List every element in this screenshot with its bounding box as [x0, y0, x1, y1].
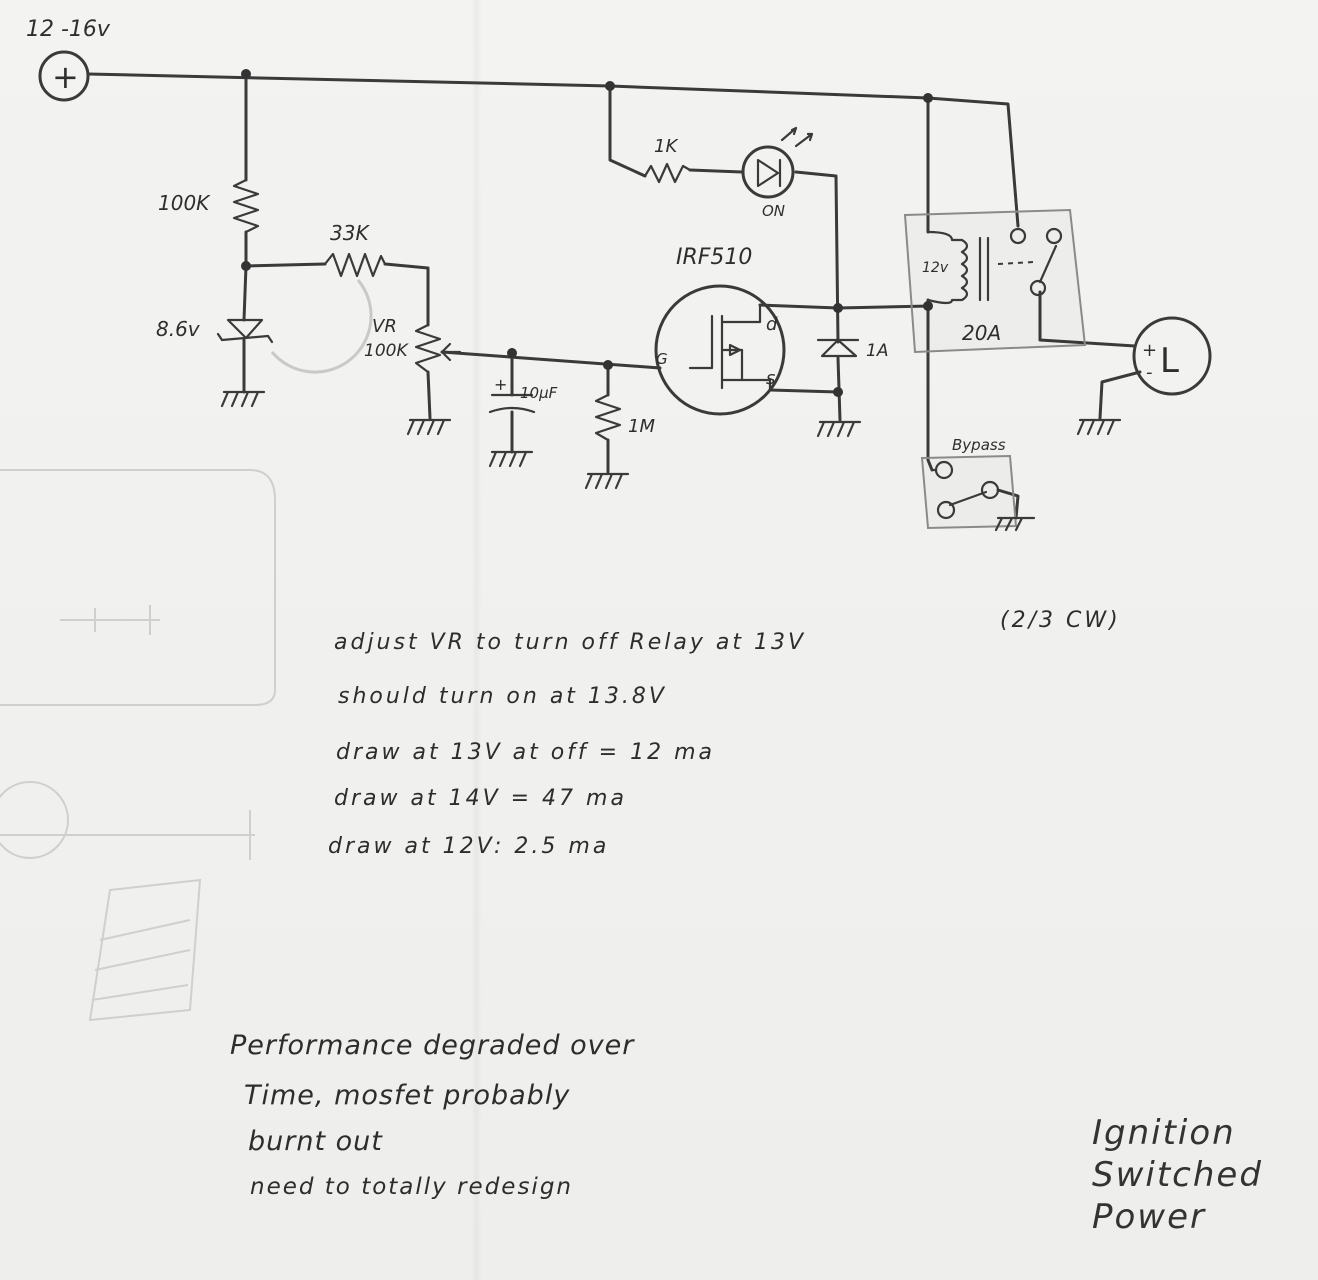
- note-line-1-text: adjust VR to turn off Relay at 13V: [334, 630, 807, 655]
- note-line-1-paren: (2/3 CW): [1000, 608, 1121, 633]
- load-plus-label: +: [1142, 340, 1157, 361]
- note-line-2-text: should turn on at 13.8V: [338, 684, 667, 709]
- wiring: [86, 72, 1142, 520]
- load-name-label: L: [1160, 341, 1179, 381]
- bypass-switch-icon: [920, 454, 1018, 530]
- remark-line-4-text: need to totally redesign: [250, 1174, 574, 1200]
- note-line-5: draw at 12V: 2.5 ma: [328, 834, 609, 859]
- cap-value-label: 10μF: [520, 384, 558, 402]
- note-line-3: draw at 13V at off = 12 ma: [336, 740, 715, 765]
- title-line-1: Ignition: [1092, 1113, 1236, 1153]
- relay-rating-label: 20A: [962, 321, 1001, 345]
- remark-line-3-text: burnt out: [248, 1126, 383, 1157]
- ghost-bleedthrough: [0, 469, 276, 1022]
- drain-label: d: [766, 314, 778, 335]
- bypass-label: Bypass: [952, 436, 1006, 454]
- potentiometer-icon: [414, 323, 462, 374]
- component-labels: 12 -16v + 100K 33K 8.6v VR 100K + 10μF 1…: [26, 17, 1179, 454]
- cap-plus-label: +: [494, 375, 507, 394]
- supply-plus-label: +: [52, 58, 79, 96]
- title-line-3: Power: [1092, 1197, 1207, 1237]
- ground-icon: [1076, 418, 1122, 436]
- note-line-4-text: draw at 14V = 47 ma: [334, 786, 627, 811]
- ground-icons: [220, 390, 1122, 532]
- note-line-4: draw at 14V = 47 ma: [334, 786, 627, 811]
- r-1k-label: 1K: [654, 136, 678, 157]
- mosfet-label: IRF510: [676, 245, 752, 270]
- load-minus-label: -: [1146, 362, 1153, 383]
- ground-icon: [488, 450, 534, 468]
- resistor-33k-icon: [323, 252, 387, 278]
- note-line-2: should turn on at 13.8V: [338, 684, 667, 709]
- note-line-3-text: draw at 13V at off = 12 ma: [336, 740, 715, 765]
- note-line-1-paren-text: (2/3 CW): [1000, 608, 1121, 633]
- capacitor-icon: [488, 393, 536, 414]
- zener-diode-icon: [216, 318, 274, 344]
- ground-icon: [584, 472, 630, 490]
- gate-label: G: [656, 350, 668, 368]
- remark-line-4: need to totally redesign: [250, 1174, 573, 1200]
- zener-label: 8.6v: [156, 317, 201, 341]
- diode-1a-icon: [816, 338, 860, 358]
- supply-label: 12 -16v: [26, 17, 111, 42]
- source-label: s: [766, 368, 775, 389]
- note-line-1: adjust VR to turn off Relay at 13V: [334, 630, 806, 655]
- r-1m-label: 1M: [628, 416, 655, 437]
- ground-icon: [406, 418, 452, 436]
- remark-line-3: burnt out: [248, 1126, 383, 1157]
- ground-icon: [816, 420, 862, 438]
- resistor-1m-icon: [594, 393, 622, 442]
- led-label: ON: [762, 202, 785, 220]
- remark-line-1-text: Performance degraded over: [230, 1030, 635, 1061]
- ground-icon: [994, 516, 1036, 532]
- resistor-1k-icon: [643, 162, 692, 184]
- diode-1a-label: 1A: [866, 341, 888, 361]
- r-33k-label: 33K: [330, 221, 370, 245]
- title-block: Ignition Switched Power: [1092, 1112, 1263, 1238]
- remark-line-1: Performance degraded over: [230, 1030, 634, 1061]
- relay-coil-label: 12v: [922, 260, 949, 276]
- mosfet-icon: [654, 284, 786, 416]
- note-line-5-text: draw at 12V: 2.5 ma: [328, 834, 610, 859]
- vr-value-label: 100K: [364, 341, 409, 361]
- ground-icon: [220, 390, 266, 408]
- resistor-100k-icon: [232, 178, 260, 234]
- supply-terminal: [38, 50, 90, 102]
- remark-line-2: Time, mosfet probably: [244, 1080, 570, 1111]
- relay-icon: [903, 208, 1087, 354]
- r-100k-label: 100K: [158, 191, 211, 215]
- title-line-2: Switched: [1092, 1155, 1263, 1195]
- remark-line-2-text: Time, mosfet probably: [244, 1080, 571, 1111]
- junction-dots: [241, 69, 933, 397]
- vr-name-label: VR: [372, 316, 397, 337]
- led-icon: [741, 126, 814, 199]
- load-icon: [1132, 316, 1212, 396]
